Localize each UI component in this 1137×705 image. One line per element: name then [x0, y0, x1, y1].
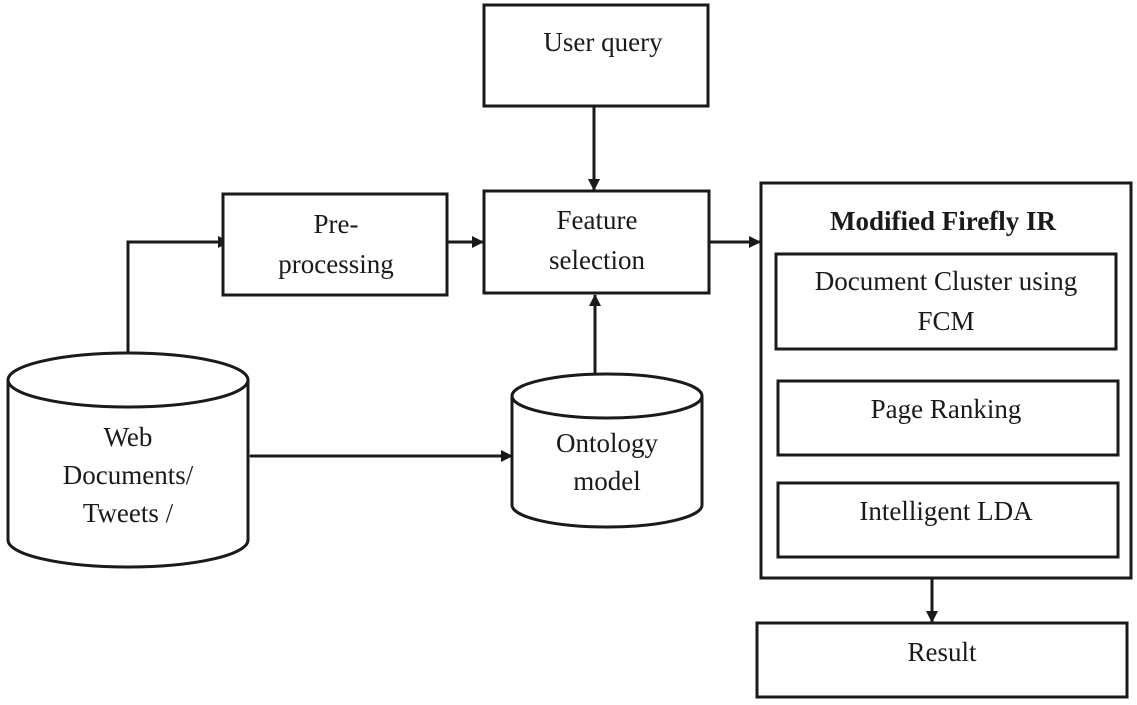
intelligent-lda-box: Intelligent LDA	[776, 481, 1120, 559]
arrow-web-documents-to-preprocessing	[126, 236, 230, 355]
result-box: Result	[755, 621, 1129, 699]
document-cluster-label-line2: FCM	[917, 306, 974, 336]
user-query-label: User query	[543, 27, 663, 57]
page-ranking-box: Page Ranking	[776, 379, 1120, 457]
web-documents-label-line3: Tweets /	[83, 498, 174, 528]
document-cluster-box: Document Cluster using FCM	[774, 252, 1118, 351]
ontology-model-label-line2: model	[573, 466, 641, 496]
intelligent-lda-label: Intelligent LDA	[859, 496, 1033, 526]
ontology-model-cylinder: Ontology model	[510, 372, 704, 529]
feature-selection-label-line2: selection	[549, 245, 645, 275]
web-documents-label-line2: Documents/	[63, 460, 194, 490]
document-cluster-label-line1: Document Cluster using	[815, 266, 1077, 296]
user-query-box: User query	[482, 3, 710, 108]
page-ranking-label: Page Ranking	[871, 394, 1022, 424]
modified-firefly-title: Modified Firefly IR	[830, 206, 1056, 236]
web-documents-cylinder: Web Documents/ Tweets /	[6, 351, 250, 569]
feature-selection-label-line1: Feature	[557, 205, 638, 235]
web-documents-label-line1: Web	[104, 422, 153, 452]
ontology-model-label-line1: Ontology	[556, 428, 659, 458]
preprocessing-label-line1: Pre-	[314, 209, 359, 239]
preprocessing-box: Pre- processing	[221, 192, 449, 297]
result-label: Result	[907, 637, 977, 667]
preprocessing-label-line2: processing	[278, 249, 393, 279]
feature-selection-box: Feature selection	[482, 189, 711, 295]
